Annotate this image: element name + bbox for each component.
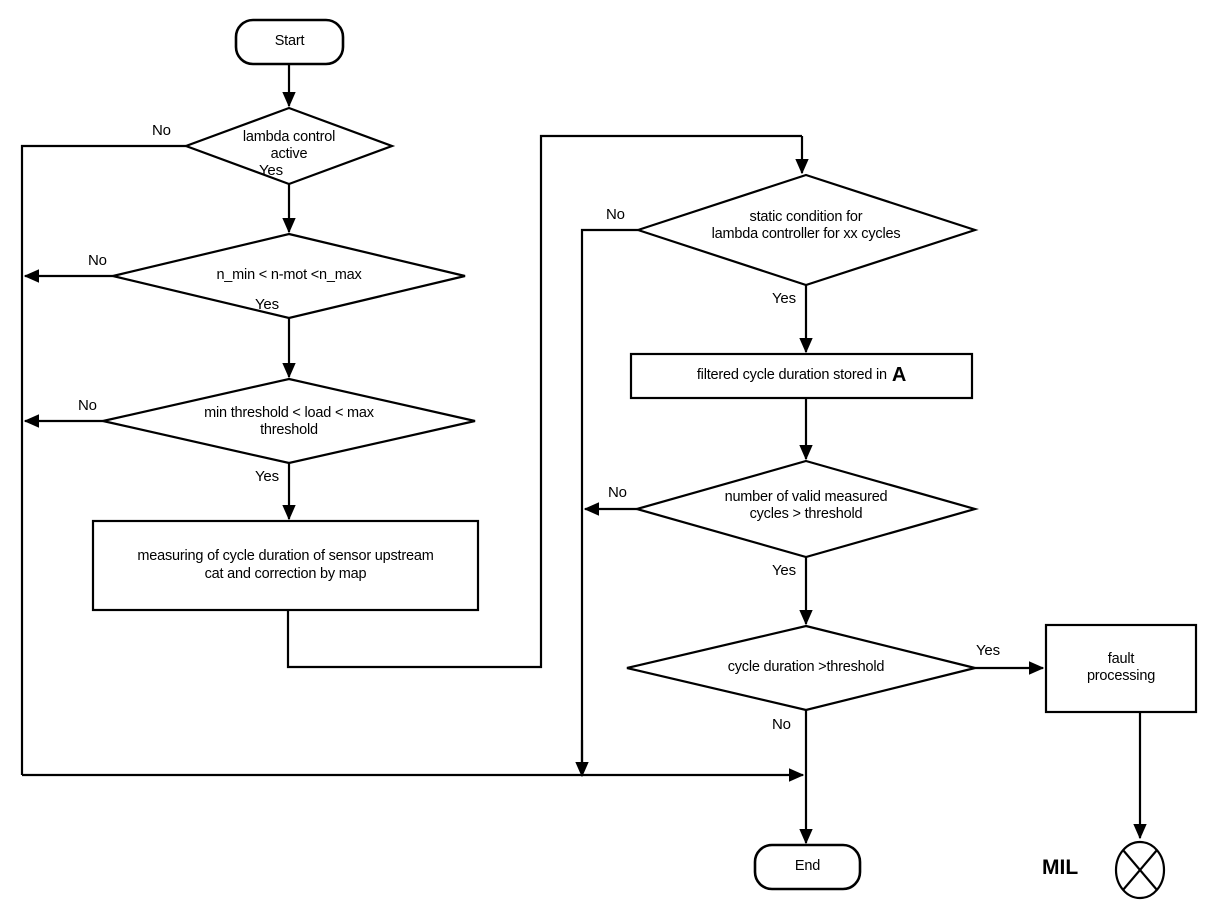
- decision-valid-cycles-shape: [632, 459, 980, 559]
- edge-label-cycle-no: No: [772, 716, 791, 733]
- process-measure-shape: [91, 519, 480, 612]
- edge-label-speed-yes: Yes: [255, 296, 279, 313]
- decision-speed-range-shape: [112, 232, 466, 320]
- edge-label-valid-no: No: [608, 484, 627, 501]
- edge-label-load-no: No: [78, 397, 97, 414]
- decision-cycle-threshold-shape: [626, 624, 976, 712]
- edge-label-load-yes: Yes: [255, 468, 279, 485]
- edge-measure-to-static: [286, 134, 802, 669]
- edge-label-cycle-yes: Yes: [976, 642, 1000, 659]
- decision-lambda-active-shape: [182, 106, 396, 186]
- process-store-shape: [629, 352, 974, 400]
- edge-static-no: [580, 228, 638, 762]
- mil-label: MIL: [1042, 856, 1079, 879]
- edge-label-lambda-no: No: [152, 122, 171, 139]
- end-terminator-shape: [753, 843, 862, 891]
- edge-label-static-yes: Yes: [772, 290, 796, 307]
- decision-static-condition-shape: [634, 173, 979, 287]
- edge-lambda-no: [20, 144, 186, 775]
- edge-label-static-no: No: [606, 206, 625, 223]
- process-fault-shape: [1044, 623, 1198, 714]
- edge-label-speed-no: No: [88, 252, 107, 269]
- start-terminator-shape: [234, 18, 345, 66]
- edge-label-valid-yes: Yes: [772, 562, 796, 579]
- edge-label-lambda-yes: Yes: [259, 162, 283, 179]
- mil-cross-stroke-b: [1122, 849, 1158, 891]
- decision-load-range-shape: [102, 377, 476, 465]
